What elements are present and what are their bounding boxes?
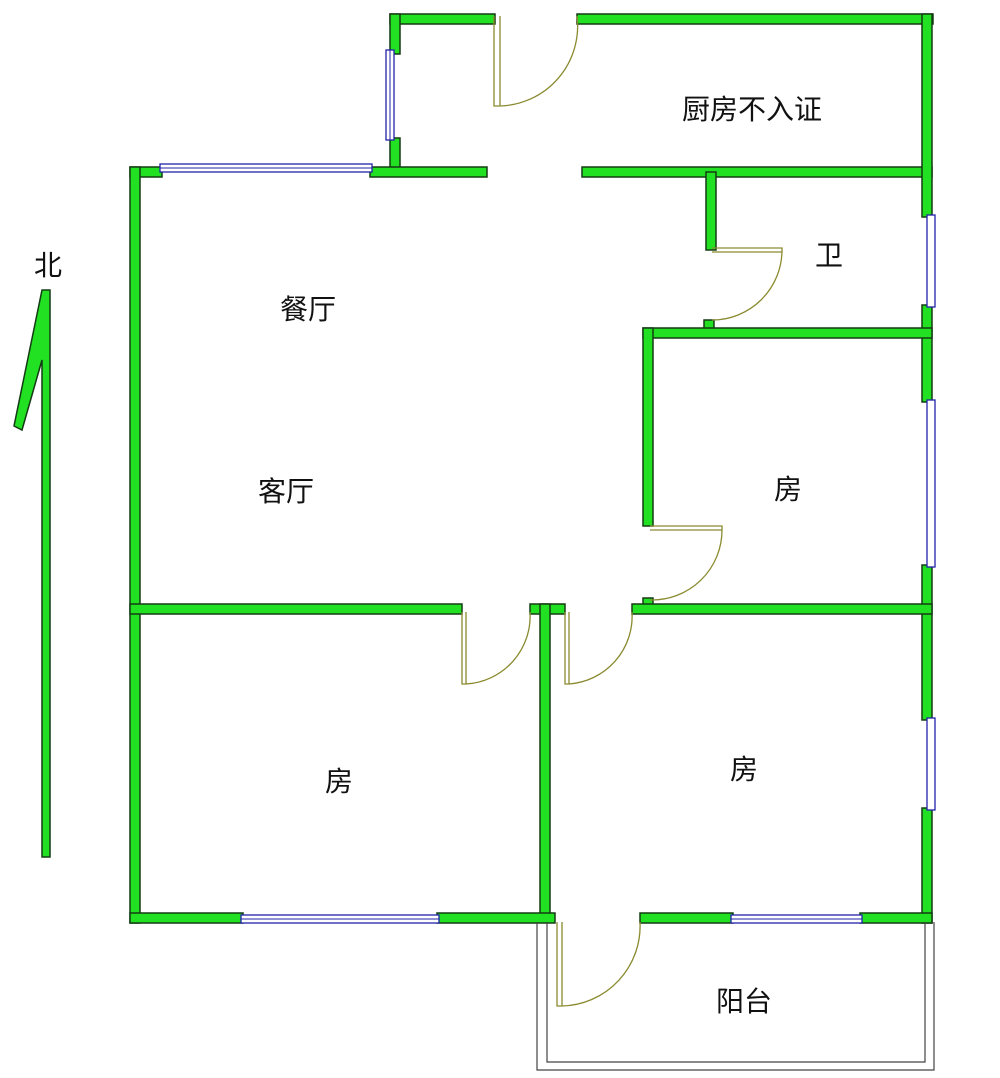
compass-label: 北 — [34, 249, 63, 282]
balcony-railing — [536, 922, 935, 1071]
room-label-dining: 餐厅 — [280, 293, 337, 326]
room-label-kitchen: 厨房不入证 — [682, 93, 823, 126]
room-label-living: 客厅 — [258, 475, 315, 508]
room-label-bedroom-southeast: 房 — [730, 753, 759, 786]
north-arrow-icon — [13, 289, 51, 858]
room-label-bedroom-east: 房 — [774, 473, 803, 506]
walls — [129, 13, 934, 924]
windows — [159, 49, 936, 924]
room-label-bedroom-southwest: 房 — [325, 765, 354, 798]
room-label-bathroom: 卫 — [815, 239, 844, 272]
doors — [461, 15, 783, 1007]
room-label-balcony: 阳台 — [716, 985, 773, 1018]
